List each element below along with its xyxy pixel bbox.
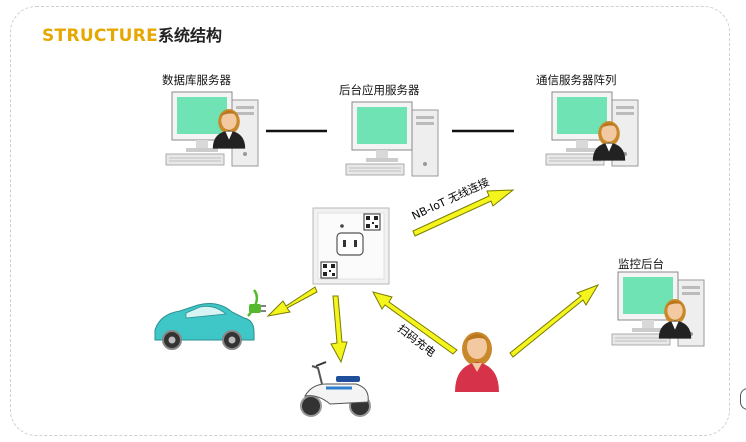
user-icon	[455, 332, 499, 392]
diagram-frame	[10, 6, 730, 436]
arrow-to-car	[266, 286, 318, 317]
arrow-nbiot	[412, 189, 515, 237]
title-chinese: 系统结构	[158, 26, 223, 45]
label-app-server: 后台应用服务器	[339, 83, 420, 97]
arrow-to-scooter	[330, 295, 348, 364]
app-server-workstation	[345, 101, 439, 177]
page-title: STRUCTURE系统结构	[42, 22, 222, 46]
title-english: STRUCTURE	[42, 26, 159, 46]
charging-socket-device	[312, 207, 390, 285]
db-server-workstation	[165, 91, 259, 167]
label-db-server: 数据库服务器	[162, 73, 231, 87]
electric-car-icon	[154, 289, 266, 350]
arrow-user-to-monitor	[509, 284, 600, 358]
edge-scroll-handle	[740, 388, 746, 410]
arrow-scan-to-device	[372, 291, 458, 355]
electric-scooter-icon	[300, 361, 371, 417]
label-comm-array: 通信服务器阵列	[536, 73, 617, 87]
label-monitor: 监控后台	[618, 257, 664, 271]
